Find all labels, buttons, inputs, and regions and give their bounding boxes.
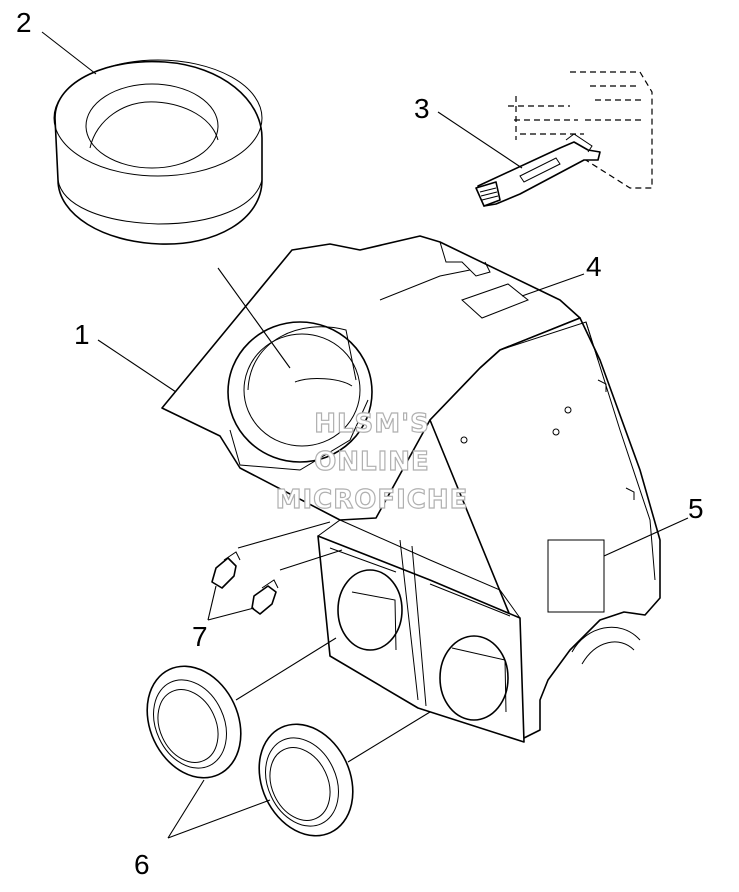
lower-bracket — [317, 519, 525, 743]
part-6-seal-right — [258, 723, 354, 837]
watermark: HLSM'S ONLINE MICROFICHE — [275, 408, 469, 515]
leader-lines — [41, 31, 689, 839]
callout-6: 6 — [134, 849, 150, 880]
callout-1: 1 — [74, 319, 90, 350]
watermark-line-2: ONLINE — [314, 447, 430, 477]
part-2-foam-ring — [53, 59, 263, 245]
part-7-fittings — [211, 551, 279, 615]
part-3-clip — [475, 71, 653, 207]
callout-3: 3 — [414, 93, 430, 124]
callout-4: 4 — [586, 251, 602, 282]
watermark-line-1: HLSM'S — [314, 409, 430, 439]
callout-2: 2 — [16, 7, 32, 38]
callout-5: 5 — [688, 493, 704, 524]
part-6-seal-left — [146, 665, 242, 779]
callout-7: 7 — [192, 621, 208, 652]
callout-numbers: 2 3 4 1 5 7 6 — [16, 7, 704, 880]
part-1-housing — [161, 235, 661, 741]
watermark-line-3: MICROFICHE — [276, 485, 469, 515]
